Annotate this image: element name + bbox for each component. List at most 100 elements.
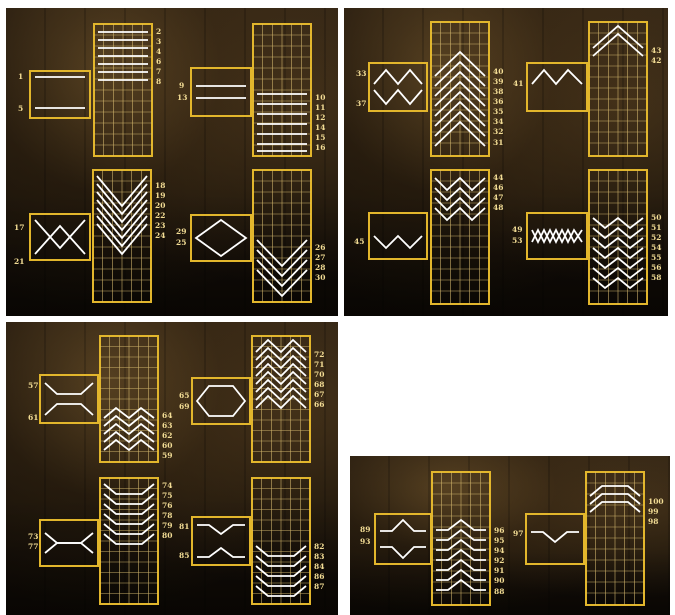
line-number: 13 — [177, 93, 187, 102]
payline — [35, 220, 85, 248]
line-number: 24 — [155, 231, 165, 240]
line-number: 70 — [314, 370, 324, 379]
line-number: 98 — [648, 517, 658, 526]
payline — [196, 220, 246, 256]
line-number: 10 — [315, 93, 325, 102]
line-number: 80 — [162, 531, 172, 540]
payline — [45, 383, 93, 394]
line-number: 83 — [314, 552, 324, 561]
line-number: 94 — [494, 546, 504, 555]
line-number: 54 — [651, 243, 661, 252]
payline — [197, 525, 245, 534]
line-number: 52 — [651, 233, 661, 242]
line-number: 34 — [493, 117, 503, 126]
line-number: 86 — [314, 572, 324, 581]
payline-diagram-1: 1 5 2 3 4 6 7 8 9 13 — [6, 8, 338, 316]
small-reel-box — [527, 63, 587, 111]
payline-diagram-3: 57 61 64 63 62 60 59 65 69 — [6, 322, 338, 615]
line-number: 30 — [315, 273, 325, 282]
line-number: 6 — [156, 57, 161, 66]
line-number: 77 — [28, 542, 38, 551]
line-number: 2 — [156, 27, 161, 36]
line-number: 96 — [494, 526, 504, 535]
line-number: 60 — [162, 441, 172, 450]
line-number: 43 — [651, 46, 661, 55]
line-number: 32 — [493, 127, 503, 136]
payline — [45, 533, 93, 543]
line-number: 37 — [356, 99, 366, 108]
small-reel-box — [192, 378, 250, 424]
line-number: 56 — [651, 263, 661, 272]
small-reel-box — [191, 68, 251, 116]
line-number: 99 — [648, 507, 658, 516]
line-number: 4 — [156, 47, 161, 56]
line-number: 26 — [315, 243, 325, 252]
line-number: 40 — [493, 67, 503, 76]
payline-panel-1: 1 5 2 3 4 6 7 8 9 13 — [6, 8, 338, 316]
payline-diagram-4: 89 93 96 95 94 92 91 90 88 97 100 99 9 — [350, 456, 670, 615]
line-number: 65 — [179, 391, 189, 400]
line-number: 82 — [314, 542, 324, 551]
payline-group-4: 81 85 82 83 84 86 87 — [179, 478, 324, 604]
line-number: 85 — [179, 551, 189, 560]
payline-diagram-2: 33 37 40 39 38 36 35 34 32 31 41 43 42 — [344, 8, 668, 316]
line-number: 62 — [162, 431, 172, 440]
payline-group-4: 29 25 26 27 28 30 — [176, 170, 325, 302]
small-reel-box — [40, 375, 98, 423]
small-reel-box — [375, 514, 431, 564]
line-number: 68 — [314, 380, 324, 389]
line-number: 47 — [493, 193, 503, 202]
payline-group-2: 41 43 42 — [513, 22, 661, 156]
line-number: 66 — [314, 400, 324, 409]
small-reel-box — [369, 63, 427, 111]
reel-grid — [94, 24, 152, 156]
payline-group-1: 1 5 2 3 4 6 7 8 — [18, 24, 161, 156]
line-number: 17 — [14, 223, 24, 232]
small-reel-box — [30, 71, 90, 118]
payline-group-1: 89 93 96 95 94 92 91 90 88 — [360, 472, 504, 605]
line-number: 22 — [155, 211, 165, 220]
payline — [35, 226, 85, 254]
line-number: 76 — [162, 501, 172, 510]
payline — [374, 236, 422, 248]
line-number: 7 — [156, 67, 161, 76]
payline — [45, 543, 93, 553]
line-number: 29 — [176, 227, 186, 236]
line-number: 27 — [315, 253, 325, 262]
line-number: 97 — [513, 529, 523, 538]
line-number: 55 — [651, 253, 661, 262]
line-number: 46 — [493, 183, 503, 192]
payline-group-2: 9 13 10 11 12 14 15 16 — [177, 24, 325, 156]
reel-grid — [431, 22, 489, 156]
line-number: 71 — [314, 360, 324, 369]
line-number: 88 — [494, 587, 504, 596]
payline-group-3: 17 21 18 19 20 22 23 24 — [14, 170, 165, 302]
line-number: 9 — [179, 81, 184, 90]
payline-group-1: 33 37 40 39 38 36 35 34 32 31 — [356, 22, 503, 156]
payline — [380, 520, 426, 531]
line-number: 5 — [18, 104, 23, 113]
line-number: 23 — [155, 221, 165, 230]
line-number: 64 — [162, 411, 172, 420]
line-number: 45 — [354, 237, 364, 246]
payline — [380, 547, 426, 558]
line-number: 74 — [162, 481, 172, 490]
line-number: 90 — [494, 576, 504, 585]
line-number: 95 — [494, 536, 504, 545]
line-number: 63 — [162, 421, 172, 430]
line-number: 28 — [315, 263, 325, 272]
line-number: 92 — [494, 556, 504, 565]
line-number: 33 — [356, 69, 366, 78]
line-number: 16 — [315, 143, 325, 152]
line-number: 87 — [314, 582, 324, 591]
line-number: 38 — [493, 87, 503, 96]
line-number: 84 — [314, 562, 324, 571]
line-number: 19 — [155, 191, 165, 200]
line-number: 21 — [14, 257, 24, 266]
payline — [197, 548, 245, 557]
line-number: 20 — [155, 201, 165, 210]
small-reel-box — [191, 215, 251, 261]
line-number: 51 — [651, 223, 661, 232]
line-number: 11 — [315, 103, 325, 112]
line-number: 91 — [494, 566, 504, 575]
